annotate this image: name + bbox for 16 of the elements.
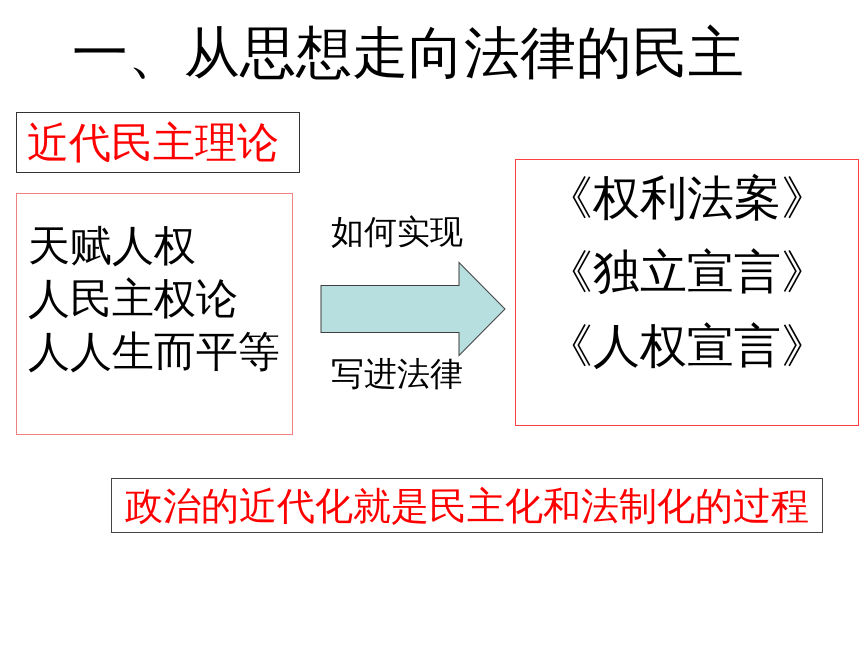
principle-item: 人人生而平等 — [28, 326, 280, 378]
heading-panel — [16, 112, 300, 173]
section-heading: 近代民主理论 — [27, 118, 279, 166]
arrow-label: 如何实现 — [331, 214, 463, 250]
principles-panel — [16, 193, 293, 435]
conclusion-panel — [111, 478, 823, 533]
page-title: 一、从思想走向法律的民主 — [72, 22, 744, 86]
document-title: 《人权宣言》 — [546, 318, 828, 376]
principle-item: 人民主权论 — [28, 273, 238, 325]
document-title: 《独立宣言》 — [546, 244, 828, 302]
arrow-label: 写进法律 — [331, 356, 463, 392]
principle-item: 天赋人权 — [28, 220, 196, 272]
block-arrow — [320, 261, 506, 357]
documents-panel — [515, 159, 859, 426]
conclusion-text: 政治的近代化就是民主化和法制化的过程 — [125, 484, 809, 528]
document-title: 《权利法案》 — [546, 170, 828, 228]
